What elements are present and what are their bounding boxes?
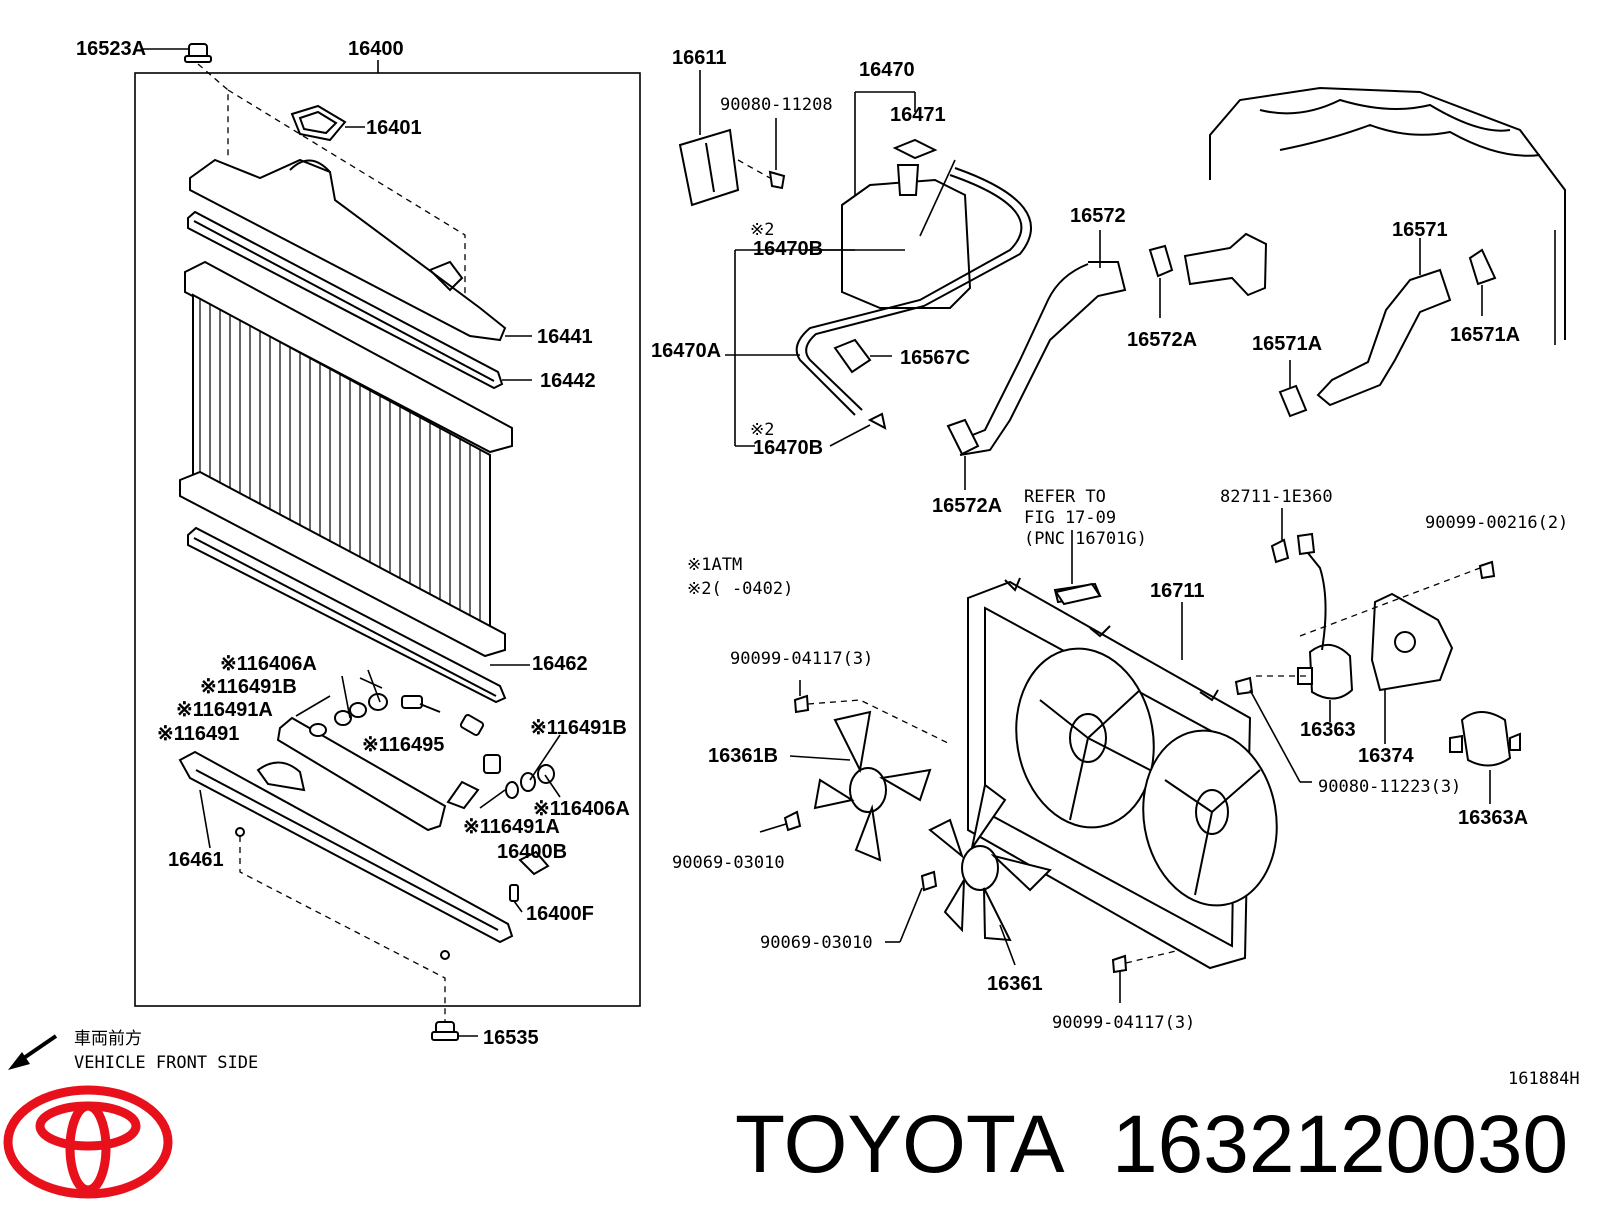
label-90099-04117-top: 90099-04117(3) (730, 649, 873, 669)
fan-shroud-16711 (967, 530, 1278, 970)
front-direction-arrow-icon (8, 1034, 58, 1070)
note-0402: ※2( -0402) (687, 579, 793, 599)
radiator-cap-16523A (143, 43, 212, 63)
label-16400: 16400 (348, 38, 404, 60)
label-16462: 16462 (532, 653, 588, 675)
gasket-16462 (187, 526, 530, 704)
label-refer-line3: (PNC 16701G) (1024, 529, 1147, 549)
label-16442: 16442 (540, 370, 596, 392)
hose-16571 (1278, 238, 1497, 418)
label-82711-1E360: 82711-1E360 (1220, 487, 1333, 507)
label-16491A-right: ※116491A (463, 816, 560, 838)
label-16470B-top: 16470B (753, 238, 823, 260)
label-16401: 16401 (366, 117, 422, 139)
upper-tank-16441 (189, 158, 532, 342)
label-16361: 16361 (987, 973, 1043, 995)
refer-placeholder (1054, 582, 1102, 606)
oil-cooler-parts (276, 669, 561, 913)
label-16441: 16441 (537, 326, 593, 348)
label-90069-03010-b: 90069-03010 (760, 933, 873, 953)
brand-name: TOYOTA (735, 1099, 1065, 1190)
hose-16572 (946, 230, 1268, 490)
label-16470B-bottom: 16470B (753, 437, 823, 459)
label-90099-00216: 90099-00216(2) (1425, 513, 1568, 533)
toyota-logo-icon (3, 1085, 173, 1199)
fan-shroud-16374 (1299, 560, 1496, 744)
label-16572A-bottom: 16572A (932, 495, 1002, 517)
label-16491B-right: ※116491B (530, 717, 627, 739)
label-refer-line1: REFER TO (1024, 487, 1106, 507)
figure-code: 161884H (1508, 1069, 1580, 1089)
label-16471: 16471 (890, 104, 946, 126)
reservoir-tank-16470 (795, 91, 1032, 430)
label-16400B: 16400B (497, 841, 567, 863)
drain-plug-16535 (431, 1021, 478, 1041)
lower-tank-16461 (178, 750, 514, 1030)
label-16470A: 16470A (651, 340, 721, 362)
leader-16470A (725, 249, 855, 447)
radiator-core (179, 260, 513, 658)
label-16523A: 16523A (76, 38, 146, 60)
radiator-assembly-frame (134, 72, 641, 1007)
fan-16361 (928, 783, 1052, 966)
connector-82711 (1270, 508, 1316, 564)
label-16400F: 16400F (526, 903, 594, 925)
label-16374: 16374 (1358, 745, 1414, 767)
label-16470: 16470 (859, 59, 915, 81)
note-atm: ※1ATM (687, 555, 742, 575)
label-16495: ※116495 (362, 734, 444, 756)
label-front-jp: 車両前方 (74, 1029, 142, 1049)
label-16491A-left: ※116491A (176, 699, 273, 721)
label-16363: 16363 (1300, 719, 1356, 741)
label-16572: 16572 (1070, 205, 1126, 227)
fan-16361B (789, 710, 932, 862)
label-90069-03010-a: 90069-03010 (672, 853, 785, 873)
label-16461: 16461 (168, 849, 224, 871)
label-16711: 16711 (1150, 580, 1205, 602)
label-16567C: 16567C (900, 347, 970, 369)
label-mark2-top: ※2 (750, 220, 774, 240)
label-16406A-right: ※116406A (533, 798, 630, 820)
label-16571A-right: 16571A (1450, 324, 1520, 346)
gasket-16401 (290, 104, 365, 142)
label-refer-line2: FIG 17-09 (1024, 508, 1116, 528)
label-90080-11208: 90080-11208 (720, 95, 833, 115)
label-16571: 16571 (1392, 219, 1448, 241)
label-90099-04117-bottom: 90099-04117(3) (1052, 1013, 1195, 1033)
label-16535: 16535 (483, 1027, 539, 1049)
label-front-en: VEHICLE FRONT SIDE (74, 1053, 258, 1073)
label-16611: 16611 (672, 47, 727, 69)
reservoir-bracket-16611 (678, 70, 786, 207)
label-16361B: 16361B (708, 745, 778, 767)
fan-motor-16363A (1449, 711, 1521, 804)
gasket-16442 (187, 210, 532, 390)
label-16571A-left: 16571A (1252, 333, 1322, 355)
label-16572A-top: 16572A (1127, 329, 1197, 351)
label-mark2-bottom: ※2 (750, 420, 774, 440)
part-number: 1632120030 (1112, 1099, 1568, 1190)
label-16406A-left: ※116406A (220, 653, 317, 675)
label-90080-11223: 90080-11223(3) (1318, 777, 1461, 797)
label-16491B-left: ※116491B (200, 676, 297, 698)
engine-outline (1209, 86, 1566, 345)
label-16363A: 16363A (1458, 807, 1528, 829)
fan-motor-16363 (1234, 547, 1354, 783)
label-16491: ※116491 (157, 723, 239, 745)
